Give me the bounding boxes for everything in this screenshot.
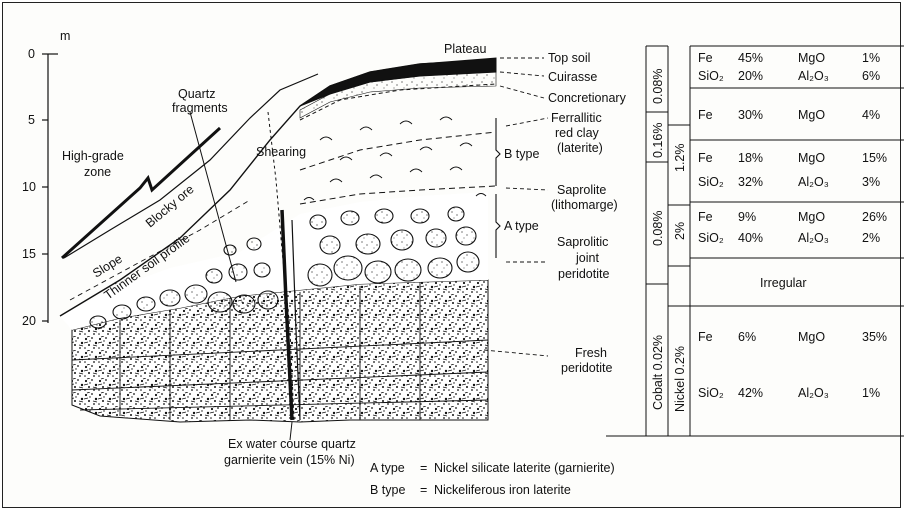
depth-tick-0: 0 xyxy=(28,47,35,61)
type-braces xyxy=(496,118,500,258)
profile-leader-lines xyxy=(484,58,548,356)
depth-tick-10: 10 xyxy=(22,180,36,194)
nickel-value-3: Nickel 0.2% xyxy=(673,346,687,412)
row3-al2o3-val: 3% xyxy=(862,175,880,189)
saprolitic-label-2: joint xyxy=(575,251,599,265)
row3-mgo-val: 15% xyxy=(862,151,887,165)
cobalt-value-1: 0.08% xyxy=(651,69,665,104)
row2-fe: Fe xyxy=(698,108,713,122)
fresh-label-1: Fresh xyxy=(575,346,607,360)
row1-fe-val: 45% xyxy=(738,51,763,65)
row1-fe: Fe xyxy=(698,51,713,65)
ferrallitic-label-2: red clay xyxy=(555,126,600,140)
row4-fe-val: 9% xyxy=(738,210,756,224)
high-grade-label-2: zone xyxy=(84,165,111,179)
top-soil-label: Top soil xyxy=(548,51,590,65)
row2-mgo-val: 4% xyxy=(862,108,880,122)
cobalt-value-3: 0.08% xyxy=(651,211,665,246)
ferrallitic-clay-pattern xyxy=(304,117,486,200)
legend-a-eq: = xyxy=(420,461,427,475)
row5-sio2-val: 42% xyxy=(738,386,763,400)
legend-b-key: B type xyxy=(370,483,405,497)
legend-a-desc: Nickel silicate laterite (garnierite) xyxy=(434,461,615,475)
legend-a-key: A type xyxy=(370,461,405,475)
concretionary-band xyxy=(300,72,496,118)
row2-mgo: MgO xyxy=(798,108,825,122)
saprolitic-label-1: Saprolitic xyxy=(557,235,608,249)
saprolitic-label-3: peridotite xyxy=(558,267,609,281)
fresh-label-2: peridotite xyxy=(561,361,612,375)
cuirasse-label: Cuirasse xyxy=(548,70,597,84)
ex-water-label-1: Ex water course quartz xyxy=(228,437,356,451)
row1-al2o3-val: 6% xyxy=(862,69,880,83)
row5-al2o3: Al₂O₃ xyxy=(798,386,829,400)
high-grade-label-1: High-grade xyxy=(62,149,124,163)
row1-sio2-val: 20% xyxy=(738,69,763,83)
depth-tick-20: 20 xyxy=(22,314,36,328)
ferrallitic-label-3: (laterite) xyxy=(557,141,603,155)
row4-fe: Fe xyxy=(698,210,713,224)
row5-sio2: SiO₂ xyxy=(698,386,724,400)
nickel-value-2: 2% xyxy=(673,222,687,240)
row3-fe: Fe xyxy=(698,151,713,165)
legend-b-desc: Nickeliferous iron laterite xyxy=(434,483,571,497)
row5-fe-val: 6% xyxy=(738,330,756,344)
b-type-label: B type xyxy=(504,147,539,161)
depth-tick-5: 5 xyxy=(28,113,35,127)
row5-mgo: MgO xyxy=(798,330,825,344)
a-type-label: A type xyxy=(504,219,539,233)
cobalt-value-4: Cobalt 0.02% xyxy=(651,335,665,410)
row3-mgo: MgO xyxy=(798,151,825,165)
row5-mgo-val: 35% xyxy=(862,330,887,344)
concretionary-label: Concretionary xyxy=(548,91,627,105)
row1-mgo-val: 1% xyxy=(862,51,880,65)
row4-al2o3: Al₂O₃ xyxy=(798,231,829,245)
row3-al2o3: Al₂O₃ xyxy=(798,175,829,189)
saprolite-label-2: (lithomarge) xyxy=(551,198,618,212)
irregular-label: Irregular xyxy=(760,276,807,290)
nickel-value-1: 1.2% xyxy=(673,144,687,173)
depth-axis: m 0 5 10 15 20 xyxy=(22,29,70,328)
row4-sio2-val: 40% xyxy=(738,231,763,245)
shearing-label: Shearing xyxy=(256,145,306,159)
slope-label: Slope xyxy=(90,252,125,281)
legend: A type = Nickel silicate laterite (garni… xyxy=(370,461,615,497)
quartz-label-1: Quartz xyxy=(178,87,216,101)
quartz-pointer xyxy=(190,112,236,282)
row4-al2o3-val: 2% xyxy=(862,231,880,245)
row1-sio2: SiO₂ xyxy=(698,69,724,83)
depth-unit: m xyxy=(60,29,70,43)
ex-water-label-2: garnierite vein (15% Ni) xyxy=(224,453,355,467)
row1-al2o3: Al₂O₃ xyxy=(798,69,829,83)
row3-fe-val: 18% xyxy=(738,151,763,165)
legend-b-eq: = xyxy=(420,483,427,497)
row4-mgo-val: 26% xyxy=(862,210,887,224)
row4-mgo: MgO xyxy=(798,210,825,224)
row4-sio2: SiO₂ xyxy=(698,231,724,245)
cobalt-value-2: 0.16% xyxy=(651,123,665,158)
quartz-label-2: fragments xyxy=(172,101,228,115)
ferrallitic-label-1: Ferrallitic xyxy=(551,111,602,125)
saprolite-label-1: Saprolite xyxy=(557,183,606,197)
row5-fe: Fe xyxy=(698,330,713,344)
depth-tick-15: 15 xyxy=(22,247,36,261)
row5-al2o3-val: 1% xyxy=(862,386,880,400)
row1-mgo: MgO xyxy=(798,51,825,65)
row3-sio2: SiO₂ xyxy=(698,175,724,189)
row3-sio2-val: 32% xyxy=(738,175,763,189)
plateau-label: Plateau xyxy=(444,42,486,56)
row2-fe-val: 30% xyxy=(738,108,763,122)
